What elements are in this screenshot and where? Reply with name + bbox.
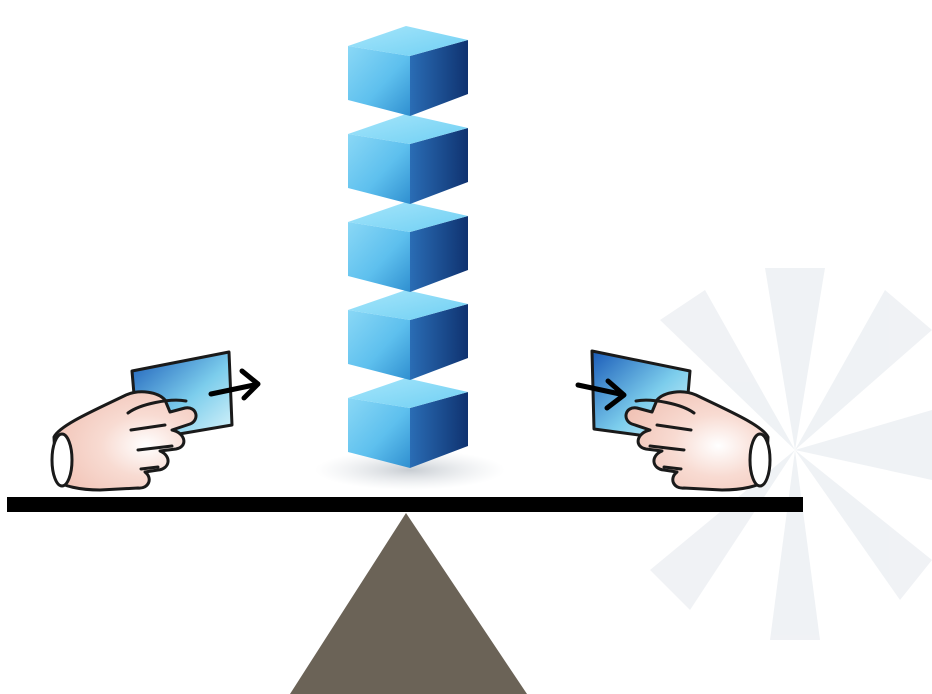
cube-front-face xyxy=(348,46,410,116)
cube-side-face xyxy=(410,40,468,116)
starburst-icon xyxy=(650,268,932,640)
cube-top-face xyxy=(348,378,468,408)
cube-2 xyxy=(348,290,468,380)
cube-front-face xyxy=(348,310,410,380)
cube-5 xyxy=(348,26,468,116)
cube-4 xyxy=(348,114,468,204)
cube-top-face xyxy=(348,114,468,144)
cube-top-face xyxy=(348,202,468,232)
arrow-right-icon xyxy=(575,378,627,411)
cube-front-face xyxy=(348,398,410,468)
cube-side-face xyxy=(410,128,468,204)
cube-side-face xyxy=(410,304,468,380)
cube-side-face xyxy=(410,392,468,468)
hand-pushing-card-right-icon xyxy=(50,350,234,492)
balance-beam xyxy=(7,497,803,512)
hand-pushing-card-left-icon xyxy=(590,349,772,492)
cube-front-face xyxy=(348,134,410,204)
cube-tower xyxy=(348,26,468,468)
fulcrum-triangle xyxy=(290,513,527,694)
cube-front-face xyxy=(348,222,410,292)
cube-top-face xyxy=(348,26,468,56)
cube-3 xyxy=(348,202,468,292)
arrow-right-icon xyxy=(208,368,261,401)
cube-top-face xyxy=(348,290,468,320)
cube-1 xyxy=(348,378,468,468)
cube-side-face xyxy=(410,216,468,292)
tower-shadow xyxy=(315,450,505,490)
